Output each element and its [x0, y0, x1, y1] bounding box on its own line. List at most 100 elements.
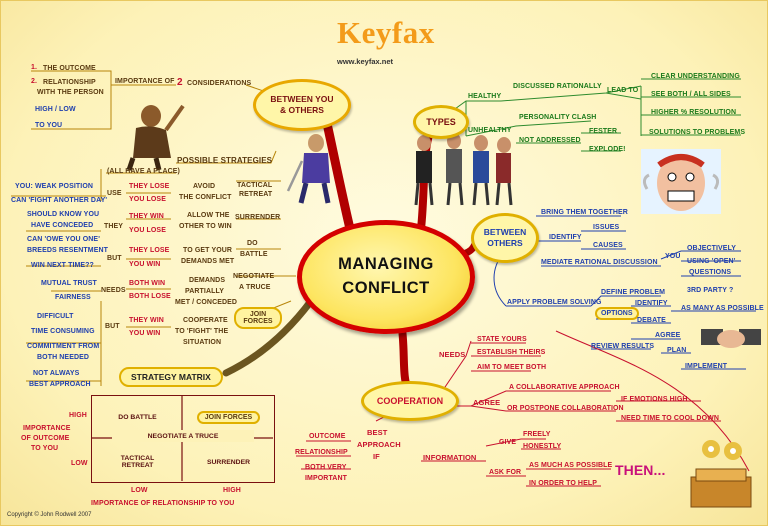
text-both-win: BOTH WIN: [129, 280, 166, 287]
join-forces-label: JOIN FORCES: [243, 311, 273, 325]
text-mediate: MEDIATE RATIONAL DISCUSSION: [541, 259, 658, 266]
cell-join-forces-label: JOIN FORCES: [196, 410, 261, 424]
text-to-you: TO YOU: [35, 122, 63, 129]
app-title: Keyfax: [337, 15, 435, 50]
text-best: BEST: [367, 428, 388, 437]
text-collab: A COLLABORATIVE APPROACH: [509, 384, 620, 391]
text-discussed: DISCUSSED RATIONALLY: [513, 83, 602, 90]
text-they-lose-1: THEY LOSE: [129, 183, 170, 190]
text-other-to-win: OTHER TO WIN: [179, 223, 232, 230]
text-do: DO: [247, 240, 258, 247]
text-you-win-1: YOU WIN: [129, 261, 161, 268]
text-both-lose: BOTH LOSE: [129, 293, 171, 300]
angry-man-icon: [126, 104, 185, 171]
text-both-very: BOTH VERY: [305, 464, 347, 471]
text-information: INFORMATION: [423, 453, 477, 462]
text-you-win-2: YOU WIN: [129, 330, 161, 337]
matrix-ylabel-3: TO YOU: [31, 445, 59, 452]
matrix-xlabel: IMPORTANCE OF RELATIONSHIP TO YOU: [91, 500, 235, 507]
strategy-matrix-label: STRATEGY MATRIX: [131, 372, 211, 382]
text-see-both: SEE BOTH / ALL SIDES: [651, 91, 731, 98]
node-join-forces[interactable]: JOIN FORCES: [234, 307, 282, 329]
num-1: 1.: [31, 64, 38, 71]
text-to-fight: TO 'FIGHT' THE: [175, 328, 229, 335]
angry-face-icon: [641, 149, 721, 214]
text-with-person: WITH THE PERSON: [37, 89, 104, 96]
text-battle: BATTLE: [240, 251, 268, 258]
text-all-have-place: (ALL HAVE A PLACE): [107, 168, 180, 175]
text-issues: ISSUES: [593, 224, 620, 231]
text-demands: DEMANDS: [189, 277, 226, 284]
matrix-low-x: LOW: [131, 487, 148, 494]
text-considerations: CONSIDERATIONS: [187, 80, 252, 87]
text-state: STATE YOURS: [477, 336, 527, 343]
text-review: REVIEW RESULTS: [591, 343, 655, 350]
text-debate: DEBATE: [637, 317, 666, 324]
swordsman-icon: [286, 134, 331, 204]
cell-do-battle: DO BATTLE: [118, 413, 157, 421]
matrix-high-y: HIGH: [69, 412, 87, 419]
matrix-ylabel-1: IMPORTANCE: [23, 425, 71, 432]
num-two-considerations: 2: [177, 77, 183, 88]
text-healthy: HEALTHY: [468, 93, 502, 100]
text-you-lose-1: YOU LOSE: [129, 196, 166, 203]
node-options[interactable]: OPTIONS: [595, 307, 639, 320]
text-met-conceded: MET / CONCEDED: [175, 299, 238, 306]
text-tactical: TACTICAL: [237, 182, 273, 189]
handshake-icon: [701, 329, 761, 348]
text-using-open: USING 'OPEN': [687, 258, 736, 265]
text-avoid: AVOID: [193, 183, 216, 190]
text-difficult: DIFFICULT: [37, 313, 74, 320]
text-clear: CLEAR UNDERSTANDING: [651, 73, 740, 80]
text-they: THEY: [104, 223, 124, 230]
text-demands-met: DEMANDS MET: [181, 258, 235, 265]
cell-join-forces: JOIN FORCES: [183, 396, 274, 438]
matrix-low-y: LOW: [71, 460, 88, 467]
text-questions: QUESTIONS: [689, 269, 732, 276]
text-both-needed: BOTH NEEDED: [37, 354, 90, 361]
center-line-1: MANAGING: [338, 255, 434, 274]
text-not-addressed: NOT ADDRESSED: [519, 137, 581, 144]
cell-tactical-retreat: TACTICAL RETREAT: [92, 442, 183, 482]
text-a-truce: A TRUCE: [239, 284, 271, 291]
site-url[interactable]: www.keyfax.net: [337, 57, 393, 66]
between-others-label-2: OTHERS: [487, 238, 523, 248]
text-time-consuming: TIME CONSUMING: [31, 328, 95, 335]
text-unhealthy: UNHEALTHY: [468, 127, 512, 134]
text-approach: APPROACH: [357, 440, 401, 449]
text-lead-to: LEAD TO: [607, 87, 639, 94]
text-higher: HIGHER % RESOLUTION: [651, 109, 737, 116]
text-aim: AIM TO MEET BOTH: [477, 364, 547, 371]
text-best-approach: BEST APPROACH: [29, 381, 91, 388]
text-you: YOU: [665, 253, 681, 260]
text-third-party: 3RD PARTY ?: [687, 287, 734, 294]
text-give: GIVE: [499, 439, 517, 446]
cell-tactical-1: TACTICAL: [120, 455, 155, 462]
text-relationship: RELATIONSHIP: [43, 79, 96, 86]
node-between-you-others[interactable]: BETWEEN YOU & OTHERS: [253, 79, 351, 131]
text-as-much: AS MUCH AS POSSIBLE: [529, 462, 613, 469]
text-personality: PERSONALITY CLASH: [519, 114, 597, 121]
text-explode: EXPLODE!: [589, 146, 626, 153]
central-topic: MANAGING CONFLICT: [297, 220, 475, 334]
text-solutions: SOLUTIONS TO PROBLEMS: [649, 129, 746, 136]
text-win-next: WIN NEXT TIME??: [31, 262, 94, 269]
node-cooperation[interactable]: COOPERATION: [361, 381, 459, 421]
text-fight-another-day: CAN 'FIGHT ANOTHER DAY': [11, 197, 108, 204]
books-figure-icon: [690, 440, 752, 508]
node-between-others[interactable]: BETWEEN OTHERS: [471, 213, 539, 263]
node-strategy-matrix[interactable]: STRATEGY MATRIX: [119, 367, 223, 387]
arguing-people-icon: [414, 133, 513, 206]
node-types[interactable]: TYPES: [413, 105, 469, 139]
between-you-label: BETWEEN YOU & OTHERS: [270, 94, 334, 115]
text-fester: FESTER: [589, 128, 618, 135]
text-if: IF: [373, 452, 380, 461]
text-they-win-1: THEY WIN: [129, 213, 164, 220]
text-but-1: BUT: [107, 255, 122, 262]
text-have-conceded: HAVE CONCEDED: [31, 222, 94, 229]
between-others-label-1: BETWEEN: [483, 227, 527, 238]
text-they-win-2: THEY WIN: [129, 317, 164, 324]
text-not-always: NOT ALWAYS: [33, 370, 80, 377]
